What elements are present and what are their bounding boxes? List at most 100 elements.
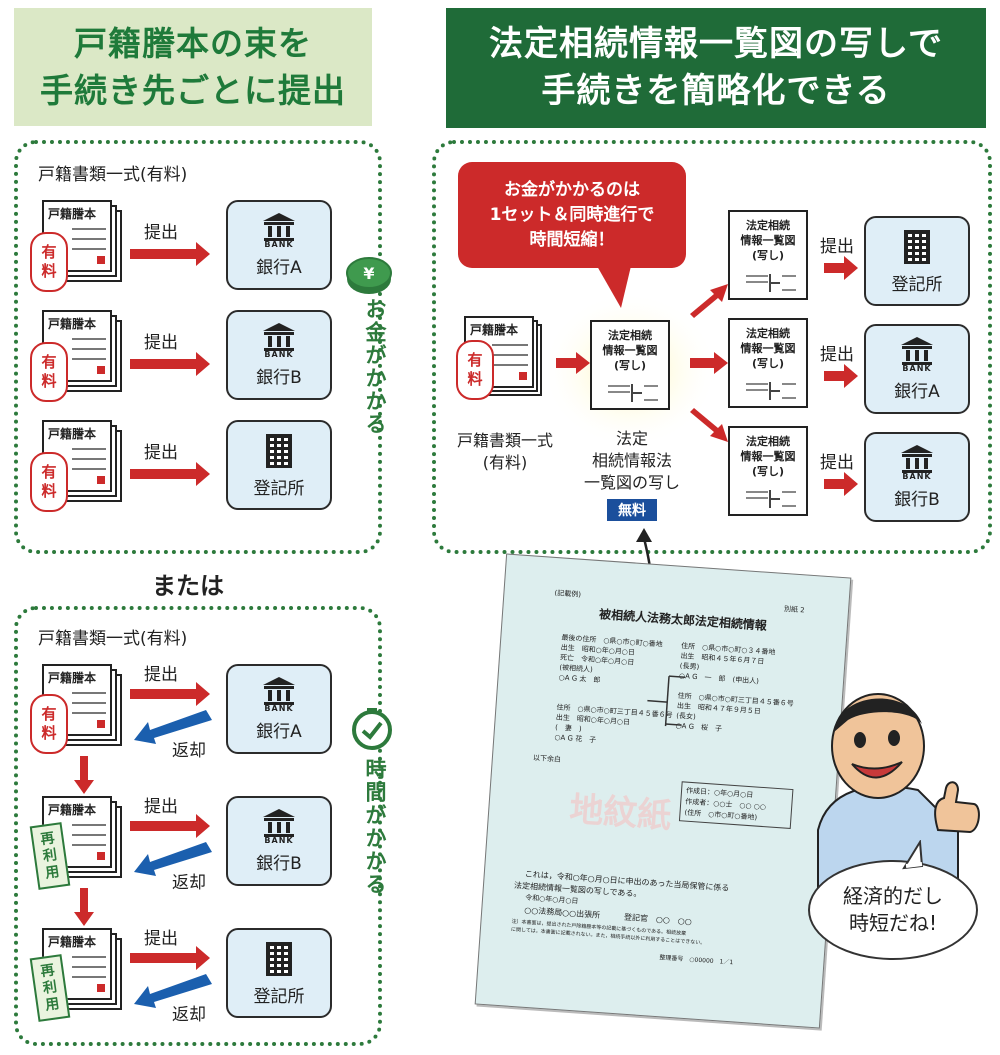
bank-sub: BANK (264, 836, 294, 845)
right-header-line2: 手続きを簡略化できる (541, 71, 891, 111)
building-icon (266, 433, 292, 468)
callout-line3: 時間短縮！ (529, 229, 615, 250)
left-top-label: 戸籍書類一式(有料) (38, 165, 188, 185)
bank-sub: BANK (264, 704, 294, 713)
target-label: 銀行B (256, 368, 302, 388)
free-badge: 無料 (607, 499, 657, 521)
target-box: 登記所 (864, 216, 970, 306)
bank-icon (263, 677, 295, 705)
left-top-panel (14, 140, 382, 554)
center-caption: 法定 相続情報法 一覧図の写し (583, 429, 680, 492)
return-arrow-icon (134, 974, 212, 1008)
bank-icon (263, 323, 295, 351)
yen-coin-icon: ¥ (346, 257, 392, 294)
building-icon (266, 941, 292, 976)
submit-label: 提出 (820, 237, 854, 257)
doc-title: 戸籍謄本 (48, 207, 97, 221)
callout-line2: 1セット＆同時進行で (489, 204, 655, 225)
bank-icon (901, 337, 933, 365)
target-label: 銀行B (256, 854, 302, 874)
arrow-icon (824, 256, 858, 280)
doc-caption: 戸籍書類一式 (有料) (456, 431, 553, 472)
return-label: 返却 (172, 873, 206, 893)
paid-badge: 有料 (30, 694, 68, 754)
bubble-line1: 経済的だし (843, 884, 943, 908)
arrow-icon (130, 682, 210, 706)
submit-label: 提出 (820, 453, 854, 473)
arrow-icon (130, 814, 210, 838)
arrow-icon (556, 352, 590, 374)
paper-box: 作成日：○年○月○日 作成者：○○士 ○○ ○○ (住所 ○市○町○番地) (678, 781, 794, 829)
bank-sub: BANK (902, 472, 932, 481)
bank-icon (901, 445, 933, 473)
target-label: 銀行B (894, 490, 940, 510)
return-arrow-icon (134, 710, 212, 744)
submit-label: 提出 (144, 333, 178, 353)
doc-title: 戸籍謄本 (48, 317, 97, 331)
arrow-icon (130, 946, 210, 970)
target-label: 銀行A (256, 722, 302, 742)
target-label: 銀行A (894, 382, 940, 402)
doc-title: 戸籍謄本 (48, 935, 97, 949)
target-label: 登記所 (253, 986, 305, 1007)
clock-icon (352, 708, 392, 750)
target-box: BANK 銀行A (226, 664, 332, 754)
building-icon (904, 229, 930, 264)
paid-badge: 有料 (30, 452, 68, 512)
arrow-icon (130, 242, 210, 266)
right-panel (432, 140, 992, 554)
submit-label: 提出 (144, 223, 178, 243)
watermark: 地紋紙 (568, 789, 673, 837)
down-arrow-icon (74, 756, 94, 794)
bank-icon (263, 809, 295, 837)
svg-text:¥: ¥ (363, 264, 374, 283)
target-box: BANK 銀行B (226, 310, 332, 400)
bank-sub: BANK (902, 364, 932, 373)
bank-sub: BANK (264, 240, 294, 249)
bank-icon (263, 213, 295, 241)
inheritance-map-copy: 法定相続情報一覧図(写し) (728, 426, 808, 516)
paid-badge: 有料 (30, 232, 68, 292)
target-box: 登記所 (226, 928, 332, 1018)
certificate-paper: (記載例) 別紙 2 被相続人法務太郎法定相続情報 最後の住所 ○県○市○町○番… (474, 553, 852, 1029)
left-header-line1: 戸籍謄本の束を (74, 24, 312, 63)
or-text: または (152, 572, 224, 600)
bubble-line2: 時短だね! (848, 911, 938, 935)
arrow-icon (130, 352, 210, 376)
submit-label: 提出 (144, 797, 178, 817)
return-label: 返却 (172, 1005, 206, 1025)
paid-badge: 有料 (30, 342, 68, 402)
arrow-icon (130, 462, 210, 486)
right-header: 法定相続情報一覧図の写しで 手続きを簡略化できる (446, 8, 986, 128)
paper-title: 被相続人法務太郎法定相続情報 (598, 607, 768, 633)
left-header-line2: 手続き先ごとに提出 (40, 71, 346, 110)
inheritance-map-copy: 法定相続情報一覧図(写し) (728, 210, 808, 300)
bank-sub: BANK (264, 350, 294, 359)
right-header-line1: 法定相続情報一覧図の写しで (489, 24, 943, 64)
left-header: 戸籍謄本の束を 手続き先ごとに提出 (14, 8, 372, 126)
return-arrow-icon (134, 842, 212, 876)
left-bottom-panel (14, 606, 382, 1046)
target-box: BANK 銀行B (864, 432, 970, 522)
arrow-icon (824, 364, 858, 388)
inheritance-map-copy-center: 法定相続 情報一覧図 (写し) (590, 320, 670, 410)
callout-line1: お金がかかるのは (504, 179, 640, 200)
doc-title: 戸籍謄本 (48, 803, 97, 817)
target-label: 登記所 (253, 478, 305, 499)
doc-title: 戸籍謄本 (48, 427, 97, 441)
submit-label: 提出 (144, 929, 178, 949)
target-box: BANK 銀行A (864, 324, 970, 414)
left-bottom-label: 戸籍書類一式(有料) (38, 629, 188, 649)
target-box: BANK 銀行A (226, 200, 332, 290)
target-label: 登記所 (891, 274, 943, 295)
paid-badge: 有 料 (456, 340, 494, 400)
bubble-tail (902, 840, 924, 870)
inheritance-map-copy: 法定相続情報一覧図(写し) (728, 318, 808, 408)
submit-label: 提出 (144, 665, 178, 685)
speech-bubble: 経済的だし 時短だね! (808, 860, 978, 960)
callout-tail (597, 266, 631, 308)
target-box: 登記所 (226, 420, 332, 510)
target-box: BANK 銀行B (226, 796, 332, 886)
target-label: 銀行A (256, 258, 302, 278)
doc-title: 戸籍謄本 (470, 323, 519, 337)
